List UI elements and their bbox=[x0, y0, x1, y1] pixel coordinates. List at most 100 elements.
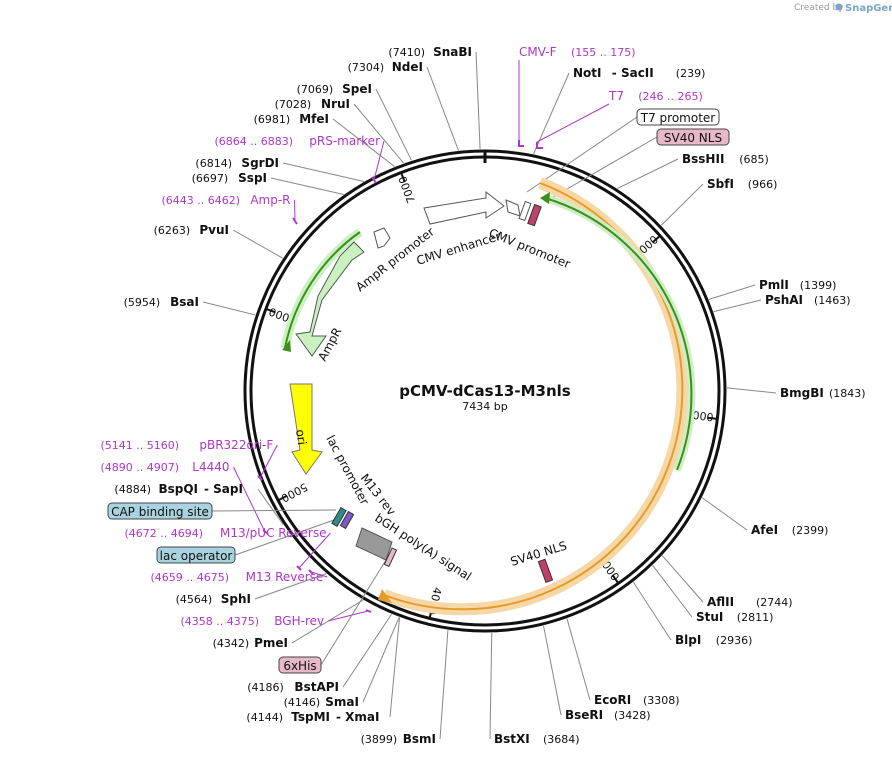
primer-mark-m13puc bbox=[296, 565, 302, 571]
site-position: (2399) bbox=[792, 524, 829, 537]
site-sgrdi: SgrDI(6814) bbox=[195, 156, 279, 170]
primer-m13-reverse: M13 Reverse(4659 .. 4675) bbox=[150, 570, 323, 584]
site-position: (6263) bbox=[154, 224, 191, 237]
site-bstxi: BstXI(3684) bbox=[494, 732, 580, 746]
primer-mark-ampr bbox=[292, 217, 298, 225]
primer-name: BGH-rev bbox=[274, 614, 324, 628]
dcas13-arrowhead bbox=[378, 589, 392, 603]
site-name: EcoRI bbox=[594, 693, 631, 707]
bgh-polya-box bbox=[355, 527, 393, 561]
site-connector bbox=[342, 613, 392, 688]
site-name: NdeI bbox=[392, 60, 423, 74]
primer-connector bbox=[259, 444, 278, 479]
site-connector bbox=[232, 229, 283, 259]
site-bseri: BseRI (3428) bbox=[565, 708, 651, 722]
primer-range: (5141 .. 5160) bbox=[100, 439, 179, 452]
site-mfei: MfeI (6981) bbox=[254, 112, 329, 126]
primer-range: (4659 .. 4675) bbox=[150, 571, 229, 584]
site-connector bbox=[617, 158, 679, 189]
site-position: (6981) bbox=[254, 113, 291, 126]
tick-mark bbox=[265, 307, 276, 314]
tick-mark bbox=[651, 234, 661, 244]
tick-label: 7000 bbox=[396, 174, 418, 205]
lac-operator-box: lac operator bbox=[156, 546, 236, 564]
primer-mark-pbr322 bbox=[257, 475, 263, 481]
site-pshai: PshAI(1463) bbox=[765, 293, 851, 307]
site-connector bbox=[282, 162, 365, 182]
site-lines bbox=[202, 51, 777, 740]
site-position: (2936) bbox=[716, 634, 753, 647]
site-name: SphI bbox=[221, 592, 251, 606]
backbone bbox=[243, 149, 727, 633]
site-name: BmgBI bbox=[780, 386, 824, 400]
site-name: BlpI bbox=[675, 633, 701, 647]
site-position: (4186) bbox=[247, 681, 284, 694]
site-name: BsmI bbox=[403, 732, 436, 746]
site-noti: NotI- SacII(239) bbox=[573, 66, 705, 80]
site-position: (1399) bbox=[800, 279, 837, 292]
site-connector bbox=[332, 118, 395, 167]
primer-range: (6443 .. 6462) bbox=[161, 194, 240, 207]
primer-mark-cmvf bbox=[518, 140, 524, 147]
site-connector bbox=[543, 625, 562, 716]
site-blpi: BlpI (2936) bbox=[675, 633, 752, 647]
green-feature-line bbox=[544, 197, 693, 471]
site-connector bbox=[660, 183, 704, 226]
site-connector bbox=[701, 497, 748, 531]
site-connector bbox=[475, 51, 481, 150]
site-name: BseRI bbox=[565, 708, 603, 722]
tick-label: 5000 bbox=[279, 480, 310, 505]
site-name: NruI bbox=[321, 97, 350, 111]
primer-pbr322ori-f: pBR322ori-F(5141 .. 5160) bbox=[100, 438, 273, 452]
site-snabi: SnaBI(7410) bbox=[388, 45, 472, 59]
site-position: (4146) bbox=[284, 696, 321, 709]
sv40-nls-marker-bottom bbox=[537, 558, 554, 584]
site-name-suffix: - SapI bbox=[204, 482, 243, 496]
site-sphi: SphI(4564) bbox=[176, 592, 251, 606]
site-name: AfeI bbox=[751, 523, 778, 537]
primer-range: (4672 .. 4694) bbox=[124, 527, 203, 540]
site-connector bbox=[661, 555, 704, 603]
sixhis-marker bbox=[383, 547, 398, 568]
cap-binding-box: CAP binding site bbox=[107, 502, 213, 520]
site-spei: SpeI(7069) bbox=[297, 82, 372, 96]
sixhis-label: 6xHis bbox=[283, 659, 316, 673]
primer-connector bbox=[536, 103, 610, 143]
site-connector bbox=[652, 565, 693, 618]
site-bsai: BsaI(5954) bbox=[124, 295, 199, 309]
site-name: StuI bbox=[696, 610, 723, 624]
site-connector bbox=[291, 599, 364, 644]
site-position: (3428) bbox=[614, 709, 651, 722]
primer-mark-l4440 bbox=[262, 529, 269, 535]
site-connector bbox=[533, 72, 570, 155]
feature-connector bbox=[234, 519, 335, 556]
site-position: (966) bbox=[748, 178, 778, 191]
primer-range: (246 .. 265) bbox=[638, 90, 703, 103]
site-name-suffix: - XmaI bbox=[336, 710, 379, 724]
site-connector bbox=[426, 66, 459, 151]
feature-connector bbox=[320, 559, 387, 666]
site-position: (3308) bbox=[643, 694, 680, 707]
site-pmli: PmlI (1399) bbox=[759, 278, 836, 292]
site-name: SmaI bbox=[325, 695, 359, 709]
primer-range: (155 .. 175) bbox=[571, 46, 636, 59]
site-name: PmlI bbox=[759, 278, 789, 292]
site-position: (239) bbox=[676, 67, 706, 80]
site-position: (4144) bbox=[246, 711, 283, 724]
site-connector bbox=[389, 617, 401, 718]
site-connector bbox=[566, 618, 591, 701]
sixhis-box: 6xHis bbox=[278, 656, 322, 674]
site-position: (6697) bbox=[192, 172, 229, 185]
site-position: (6814) bbox=[195, 157, 232, 170]
site-position: (7028) bbox=[275, 98, 312, 111]
site-ndei: NdeI(7304) bbox=[348, 60, 423, 74]
site-bstapi: BstAPI(4186) bbox=[247, 680, 339, 694]
primer-name: T7 bbox=[608, 89, 624, 103]
sv40-nls-inner-label: SV40 NLS bbox=[509, 538, 569, 568]
site-connector bbox=[632, 581, 672, 641]
site-position: (3899) bbox=[361, 733, 398, 746]
site-name: BsaI bbox=[170, 295, 199, 309]
primer-name: pRS-marker bbox=[309, 134, 380, 148]
credit-prefix: Created by bbox=[794, 3, 844, 13]
site-name: MfeI bbox=[299, 112, 329, 126]
